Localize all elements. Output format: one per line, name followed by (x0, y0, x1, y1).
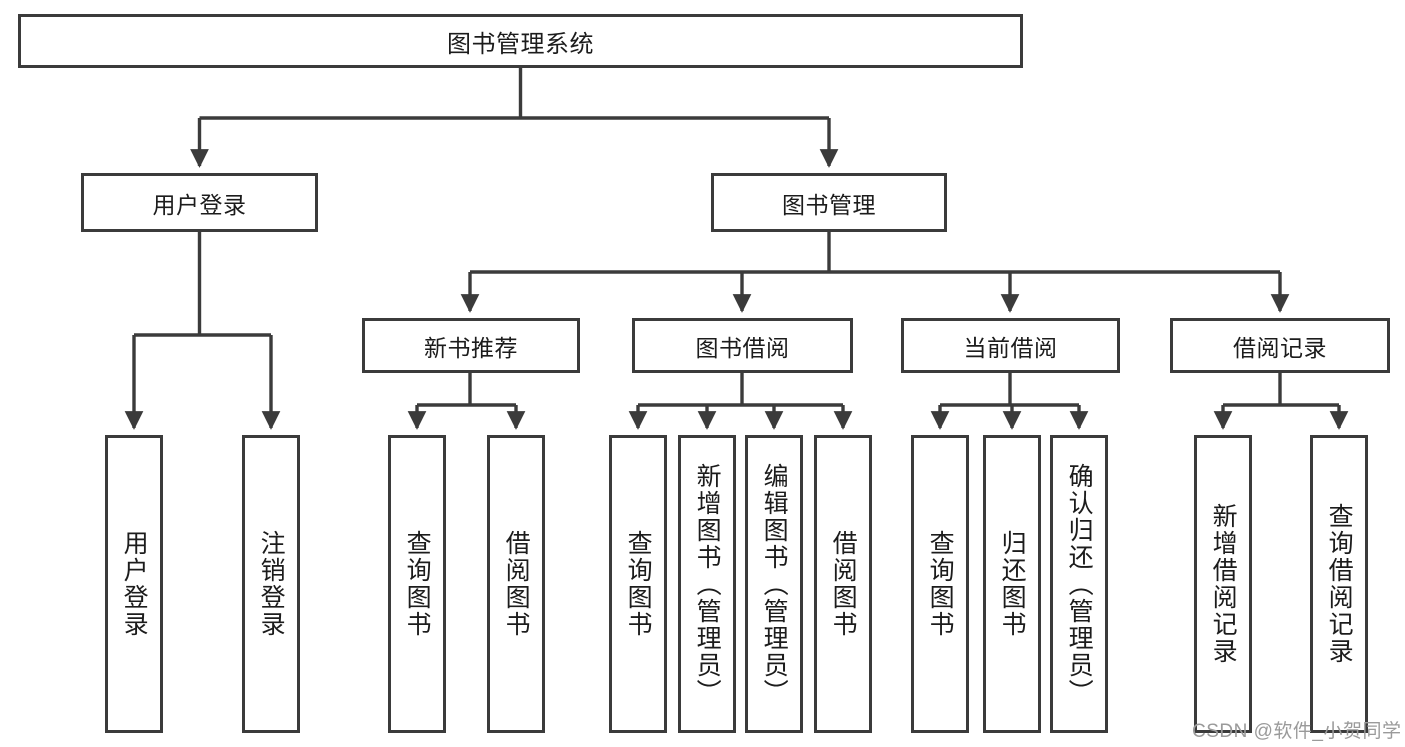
node-leaf-return-book[interactable]: 归还图书 (983, 435, 1041, 733)
node-book-borrow[interactable]: 图书借阅 (632, 318, 853, 373)
node-leaf-query-record[interactable]: 查询借阅记录 (1310, 435, 1368, 733)
node-root[interactable]: 图书管理系统 (18, 14, 1023, 68)
node-new-book-recommend[interactable]: 新书推荐 (362, 318, 580, 373)
node-user-login[interactable]: 用户登录 (81, 173, 318, 232)
node-book-manage[interactable]: 图书管理 (711, 173, 947, 232)
node-leaf-query-book-1[interactable]: 查询图书 (388, 435, 446, 733)
node-borrow-record[interactable]: 借阅记录 (1170, 318, 1390, 373)
node-leaf-add-record[interactable]: 新增借阅记录 (1194, 435, 1252, 733)
node-current-borrow[interactable]: 当前借阅 (901, 318, 1120, 373)
node-leaf-edit-book[interactable]: 编辑图书（管理员） (745, 435, 803, 733)
node-leaf-add-book[interactable]: 新增图书（管理员） (678, 435, 736, 733)
node-leaf-user-login[interactable]: 用户登录 (105, 435, 163, 733)
node-leaf-query-book-2[interactable]: 查询图书 (609, 435, 667, 733)
node-leaf-borrow-book-2[interactable]: 借阅图书 (814, 435, 872, 733)
node-leaf-confirm-return[interactable]: 确认归还（管理员） (1050, 435, 1108, 733)
watermark-text: CSDN @软件_小贺同学 (1192, 721, 1402, 742)
node-leaf-logout[interactable]: 注销登录 (242, 435, 300, 733)
node-leaf-query-book-3[interactable]: 查询图书 (911, 435, 969, 733)
node-leaf-borrow-book-1[interactable]: 借阅图书 (487, 435, 545, 733)
